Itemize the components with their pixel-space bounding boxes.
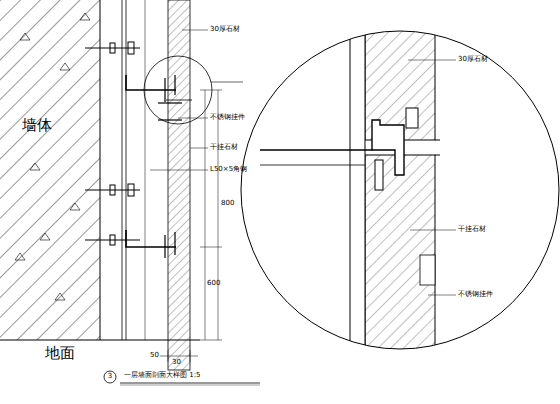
drawing-caption: 一层墙面剖面大样图 1:5 — [124, 372, 201, 380]
callout-number: 3 — [108, 373, 112, 381]
part-label: 干挂石材 — [458, 226, 486, 234]
dimension: 600 — [207, 280, 220, 288]
part-label: 不锈钢挂件 — [458, 291, 493, 299]
part-label: 干挂石材 — [210, 144, 238, 152]
part-label: 30厚石材 — [458, 56, 488, 64]
dimension: 800 — [221, 200, 234, 208]
wall-label: 墙体 — [22, 117, 52, 134]
part-label: 30厚石材 — [210, 26, 240, 34]
part-label: 不锈钢挂件 — [210, 114, 245, 122]
part-label: L50×5角钢 — [210, 166, 247, 174]
dimension: 30 — [172, 359, 181, 367]
ground-label: 地面 — [45, 345, 75, 362]
dimension: 50 — [150, 352, 159, 360]
